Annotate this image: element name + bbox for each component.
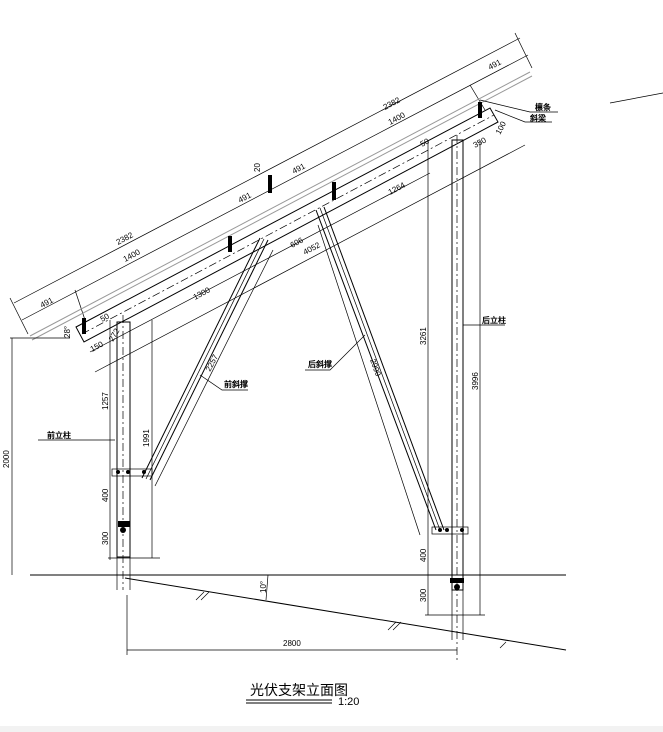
dimension-label: 2000	[2, 450, 11, 468]
label-rear-brace: 后斜撑	[308, 359, 332, 369]
label-front-column: 前立柱	[47, 430, 71, 440]
dimension-label: 2382	[382, 95, 402, 112]
dimension-label: 300	[101, 531, 110, 545]
dimension-labels: 2382 2382 1400 1400 491 491 491 491 20 4…	[2, 57, 508, 648]
dimension-label: 10°	[259, 581, 268, 593]
dimension-label: 350	[472, 135, 488, 149]
footer-bar	[0, 726, 663, 732]
front-brace	[141, 237, 274, 487]
dimension-label: 491	[237, 190, 253, 204]
dimension-label: 2800	[283, 639, 301, 648]
vertical-dimension-lines	[11, 140, 485, 616]
dimension-label: 400	[101, 488, 110, 502]
dimension-label: 20	[253, 163, 262, 172]
dimension-label: 491	[291, 161, 307, 175]
dimension-label: 2382	[115, 230, 135, 247]
label-rear-column: 后立柱	[482, 315, 506, 325]
dimension-label: 491	[39, 295, 55, 309]
drawing-scale: 1:20	[338, 696, 359, 708]
dimension-label: 1264	[387, 180, 407, 197]
label-front-brace: 前斜撑	[224, 379, 248, 389]
dimension-label: 3996	[471, 372, 480, 390]
rear-brace	[315, 206, 445, 536]
pv-panel	[29, 71, 533, 341]
dimension-label: 300	[419, 588, 428, 602]
drawing-title-block: 光伏支架立面图 1:20	[246, 683, 359, 708]
drawing-title: 光伏支架立面图	[250, 683, 348, 699]
dimension-label: 1400	[387, 110, 407, 127]
dimension-label: 1400	[122, 247, 142, 264]
dimension-label: 1300	[192, 285, 212, 302]
dimension-label: 50	[99, 311, 112, 323]
label-purlin: 檩条	[535, 102, 552, 112]
dimension-label: 3261	[419, 327, 428, 345]
dimension-label: 100	[494, 119, 508, 135]
dimension-label: 1991	[142, 429, 151, 447]
dimension-label: 4052	[302, 240, 322, 257]
label-beam: 斜梁	[529, 113, 547, 123]
dimension-label: 400	[419, 548, 428, 562]
dimension-label: 50	[419, 136, 432, 148]
component-labels: 檩条 斜梁 前立柱 前斜撑 后斜撑 后立柱	[38, 99, 558, 441]
dimension-label: 28°	[63, 326, 72, 338]
dimension-label: 1257	[101, 392, 110, 410]
inclined-dimension-lines	[9, 32, 533, 373]
dimension-label: 150	[89, 339, 105, 353]
front-column	[111, 315, 153, 590]
purlins	[82, 102, 482, 334]
rear-column	[431, 135, 469, 660]
ground-lines	[30, 574, 567, 655]
inclined-beam	[75, 107, 499, 343]
